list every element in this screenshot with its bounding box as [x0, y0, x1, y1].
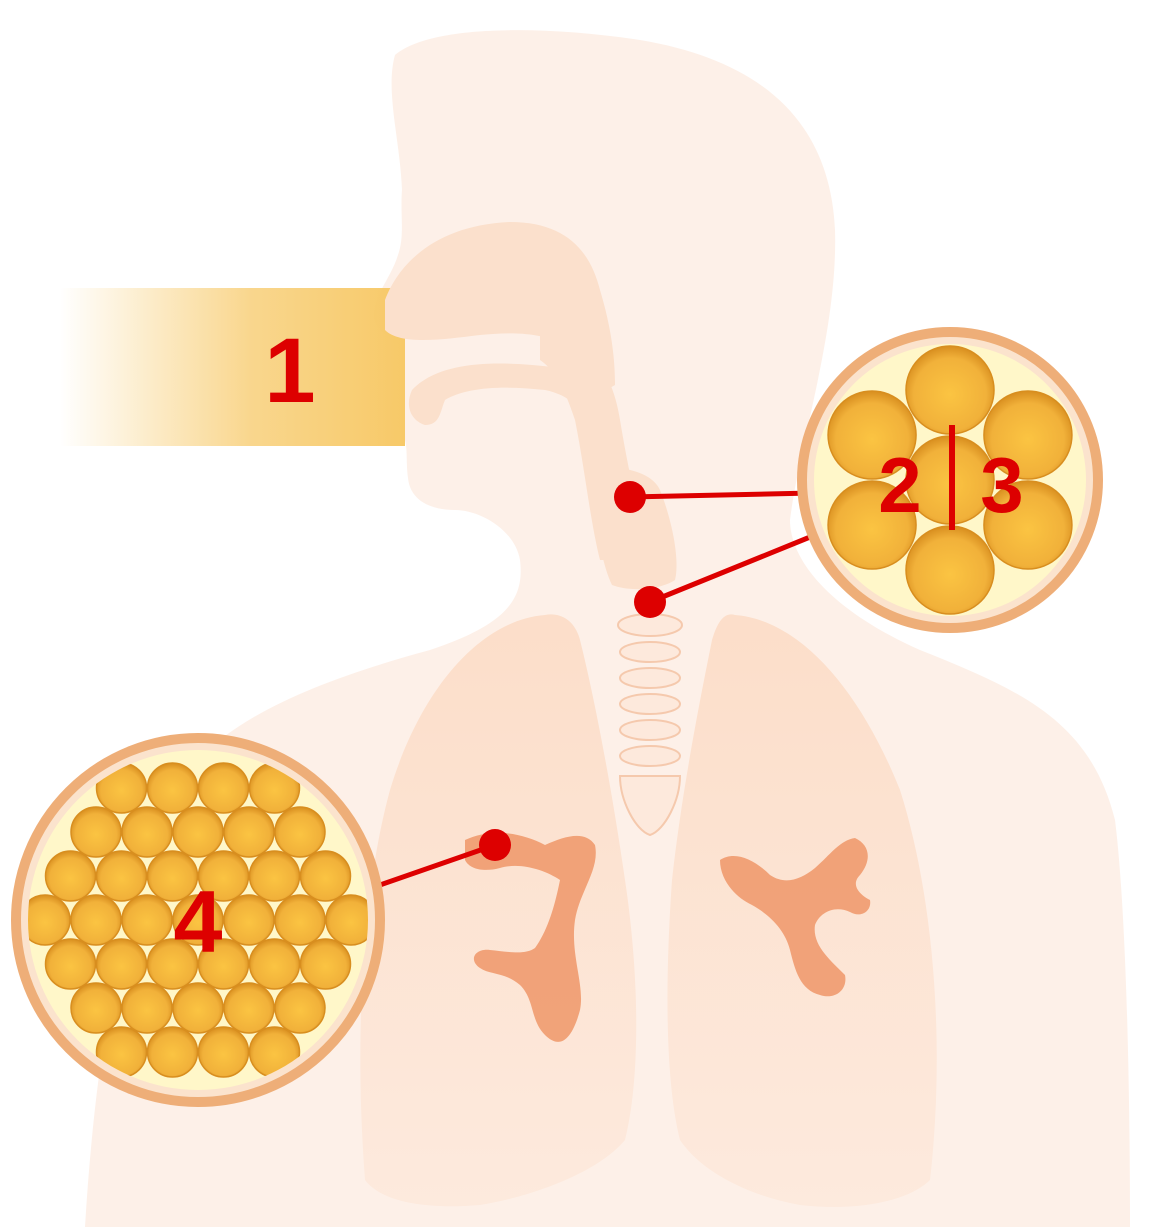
particle [275, 807, 325, 857]
particle [224, 983, 274, 1033]
particle [148, 763, 198, 813]
label-zone-a: 2 [878, 441, 921, 529]
particle [71, 983, 121, 1033]
label-zone-b: 3 [980, 441, 1023, 529]
label-airflow: 1 [264, 320, 315, 422]
particle [122, 983, 172, 1033]
particle [71, 807, 121, 857]
particle [97, 851, 147, 901]
label-divider [949, 425, 955, 530]
particle [224, 807, 274, 857]
particle [250, 851, 300, 901]
particle [906, 526, 994, 614]
particle [148, 1027, 198, 1077]
particle [275, 895, 325, 945]
particle [122, 807, 172, 857]
particle [173, 983, 223, 1033]
trachea [618, 614, 682, 835]
particle [46, 851, 96, 901]
particle [46, 939, 96, 989]
particle [250, 939, 300, 989]
marker-dot-middle [634, 586, 666, 618]
particle [906, 346, 994, 434]
particle [199, 1027, 249, 1077]
particle [224, 895, 274, 945]
particle [71, 895, 121, 945]
particle [275, 983, 325, 1033]
particle [122, 895, 172, 945]
marker-dot-upper [614, 481, 646, 513]
particle [97, 939, 147, 989]
airflow-beam [60, 288, 405, 446]
particle [301, 851, 351, 901]
particle [301, 939, 351, 989]
particle [199, 763, 249, 813]
marker-dot-lower [479, 829, 511, 861]
particle [173, 807, 223, 857]
label-lower: 4 [174, 872, 223, 971]
